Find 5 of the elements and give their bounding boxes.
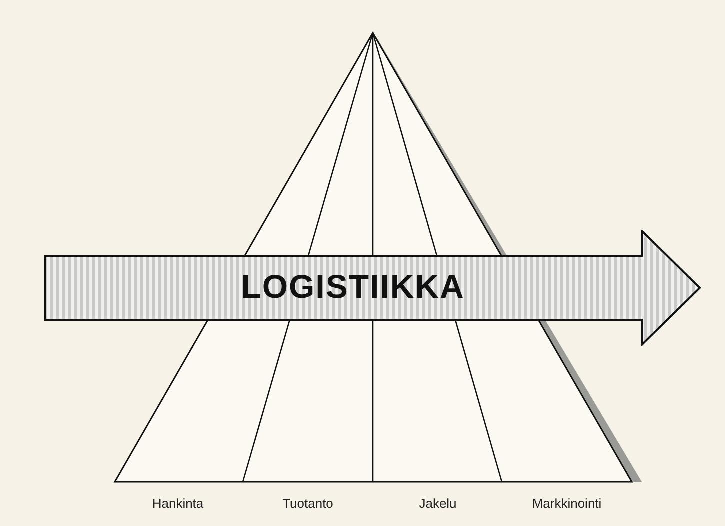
segment-label: Jakelu bbox=[419, 496, 457, 511]
segment-label: Markkinointi bbox=[532, 496, 602, 511]
arrow-label: LOGISTIIKKA bbox=[241, 268, 465, 305]
segment-label: Hankinta bbox=[152, 496, 204, 511]
segment-label: Tuotanto bbox=[282, 496, 334, 511]
